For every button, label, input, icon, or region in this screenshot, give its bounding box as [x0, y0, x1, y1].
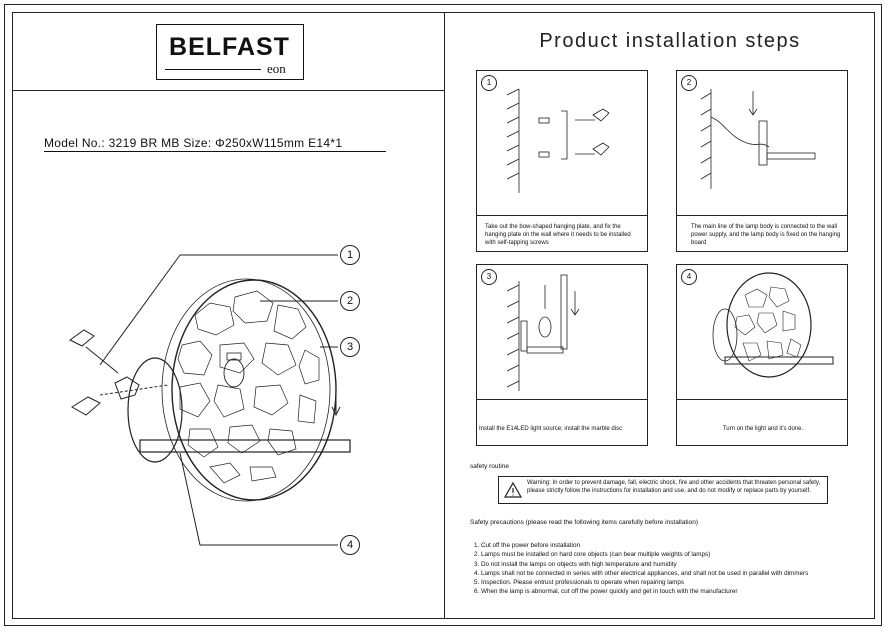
anchor-icon	[538, 151, 550, 158]
page-divider	[444, 12, 445, 619]
exploded-lamp-drawing	[69, 254, 351, 546]
arrow-head	[748, 108, 758, 116]
outer-border	[4, 4, 882, 626]
step-2-drawing	[700, 89, 816, 189]
arrow-head	[331, 406, 341, 417]
shelf-icon	[526, 346, 564, 354]
step-2-number: 2	[681, 75, 697, 91]
step-4-drawing	[712, 272, 834, 378]
marble-disc-side	[560, 274, 568, 350]
precautions-heading: Safety precautions (please read the foll…	[470, 519, 698, 526]
step-1: 1 Take out the bow-shaped hanging plate,…	[476, 70, 648, 252]
step-1-caption: Take out the bow-shaped hanging plate, a…	[485, 224, 631, 246]
stone-pattern	[734, 286, 802, 362]
step-4-number: 4	[681, 269, 697, 285]
wall-hatch	[506, 284, 520, 388]
precaution-item: 4. Lamps shall not be connected in serie…	[474, 569, 809, 577]
step-2-caption: The main line of the lamp body is connec…	[691, 224, 841, 246]
step-3: 3 Install the E14LED light source; insta…	[476, 264, 648, 446]
model-spec: Model No.: 3219 BR MB Size: Φ250xW115mm …	[44, 136, 343, 150]
precaution-item: 6. When the lamp is abnormal, cut off th…	[474, 588, 738, 596]
lamp-body	[758, 120, 768, 166]
wall-mount-base	[520, 320, 528, 352]
wire-icon	[710, 116, 770, 148]
step-3-drawing	[506, 274, 580, 391]
marble-disc	[726, 272, 812, 378]
step-3-caption: Install the E14LED light source; install…	[479, 426, 623, 432]
precaution-item: 1. Cut off the power before installation	[474, 542, 580, 549]
wall-hatch	[700, 92, 712, 180]
warning-icon	[503, 481, 523, 498]
precautions-list: 1. Cut off the power before installation…	[474, 541, 808, 597]
leader-line-4b	[179, 452, 201, 546]
step-1-separator	[477, 215, 647, 216]
wall-anchor-icon	[71, 396, 101, 416]
precaution-item: 5. Inspection. Please entrust profession…	[474, 579, 685, 587]
bracket-icon	[561, 110, 568, 160]
wall-hatch	[506, 88, 520, 180]
safety-heading: safety routine	[470, 463, 510, 470]
step-2: 2 The main line of the lamp body is conn…	[676, 70, 848, 252]
arrow-head	[570, 308, 580, 316]
precaution-item: 3. Do not install the lamps on objects w…	[474, 560, 677, 568]
marble-shelf	[139, 439, 351, 453]
warning-box: Warning: In order to prevent damage, fal…	[498, 476, 828, 504]
bulb-socket	[226, 352, 242, 361]
model-underline	[44, 151, 386, 152]
step-4-caption: Turn on the light and it's done.	[722, 426, 804, 432]
step-4-separator	[677, 399, 847, 400]
step-4: 4 Turn on the light and it's done.	[676, 264, 848, 446]
inner-border	[12, 12, 875, 619]
step-1-number: 1	[481, 75, 497, 91]
step-1-drawing	[506, 88, 610, 193]
callout-3: 3	[340, 337, 360, 357]
hanging-plate	[114, 376, 140, 400]
callout-4: 4	[340, 535, 360, 555]
precaution-item: 2. Lamps must be installed on hard core …	[474, 551, 711, 559]
screw-icon	[85, 346, 119, 374]
brand-name: BELFAST	[169, 33, 290, 61]
marble-shelf	[724, 356, 834, 365]
shelf-icon	[766, 152, 816, 160]
brand-underline	[165, 69, 261, 70]
step-3-number: 3	[481, 269, 497, 285]
warning-text: Warning: In order to prevent damage, fal…	[527, 480, 821, 494]
leader-line-1b	[99, 254, 181, 366]
screwdriver-icon	[592, 108, 610, 156]
header-divider	[12, 90, 444, 91]
step-2-separator	[677, 215, 847, 216]
brand-logo: BELFAST eon	[156, 24, 304, 80]
screw-guide	[99, 384, 169, 396]
screwdriver-icon	[69, 329, 95, 347]
callout-1: 1	[340, 245, 360, 265]
marble-disc-edge	[161, 278, 331, 502]
page-title: Product installation steps	[539, 30, 801, 52]
brand-sub: eon	[267, 61, 286, 76]
anchor-icon	[538, 117, 550, 124]
stone-pattern	[177, 290, 320, 484]
bulb-icon	[538, 316, 552, 338]
callout-2: 2	[340, 291, 360, 311]
bulb-icon	[223, 358, 245, 388]
step-3-separator	[477, 399, 647, 400]
screw-icon	[575, 119, 595, 155]
